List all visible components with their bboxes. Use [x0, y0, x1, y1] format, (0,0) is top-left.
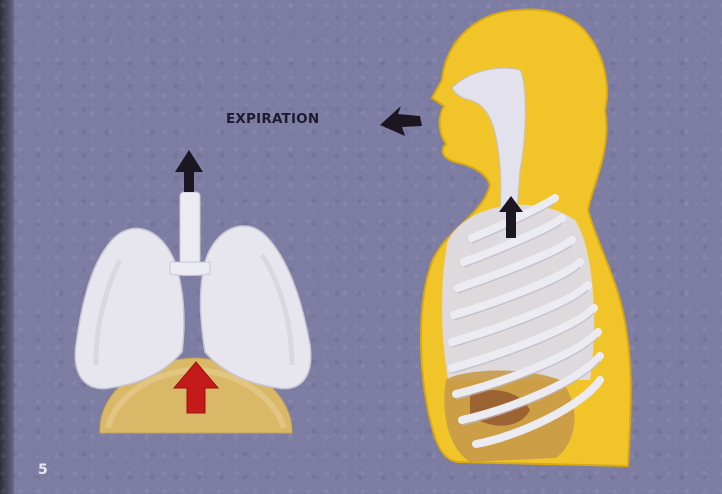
bronchi	[170, 262, 210, 276]
air-out-arrow-icon	[175, 150, 203, 192]
page-number: 5	[38, 462, 48, 478]
lungs-diagram	[75, 150, 310, 433]
torso-diagram	[421, 10, 631, 467]
trachea	[180, 192, 200, 264]
exhale-arrow-icon	[380, 106, 422, 136]
expiration-label: EXPIRATION	[226, 111, 319, 127]
left-lung	[75, 228, 184, 388]
